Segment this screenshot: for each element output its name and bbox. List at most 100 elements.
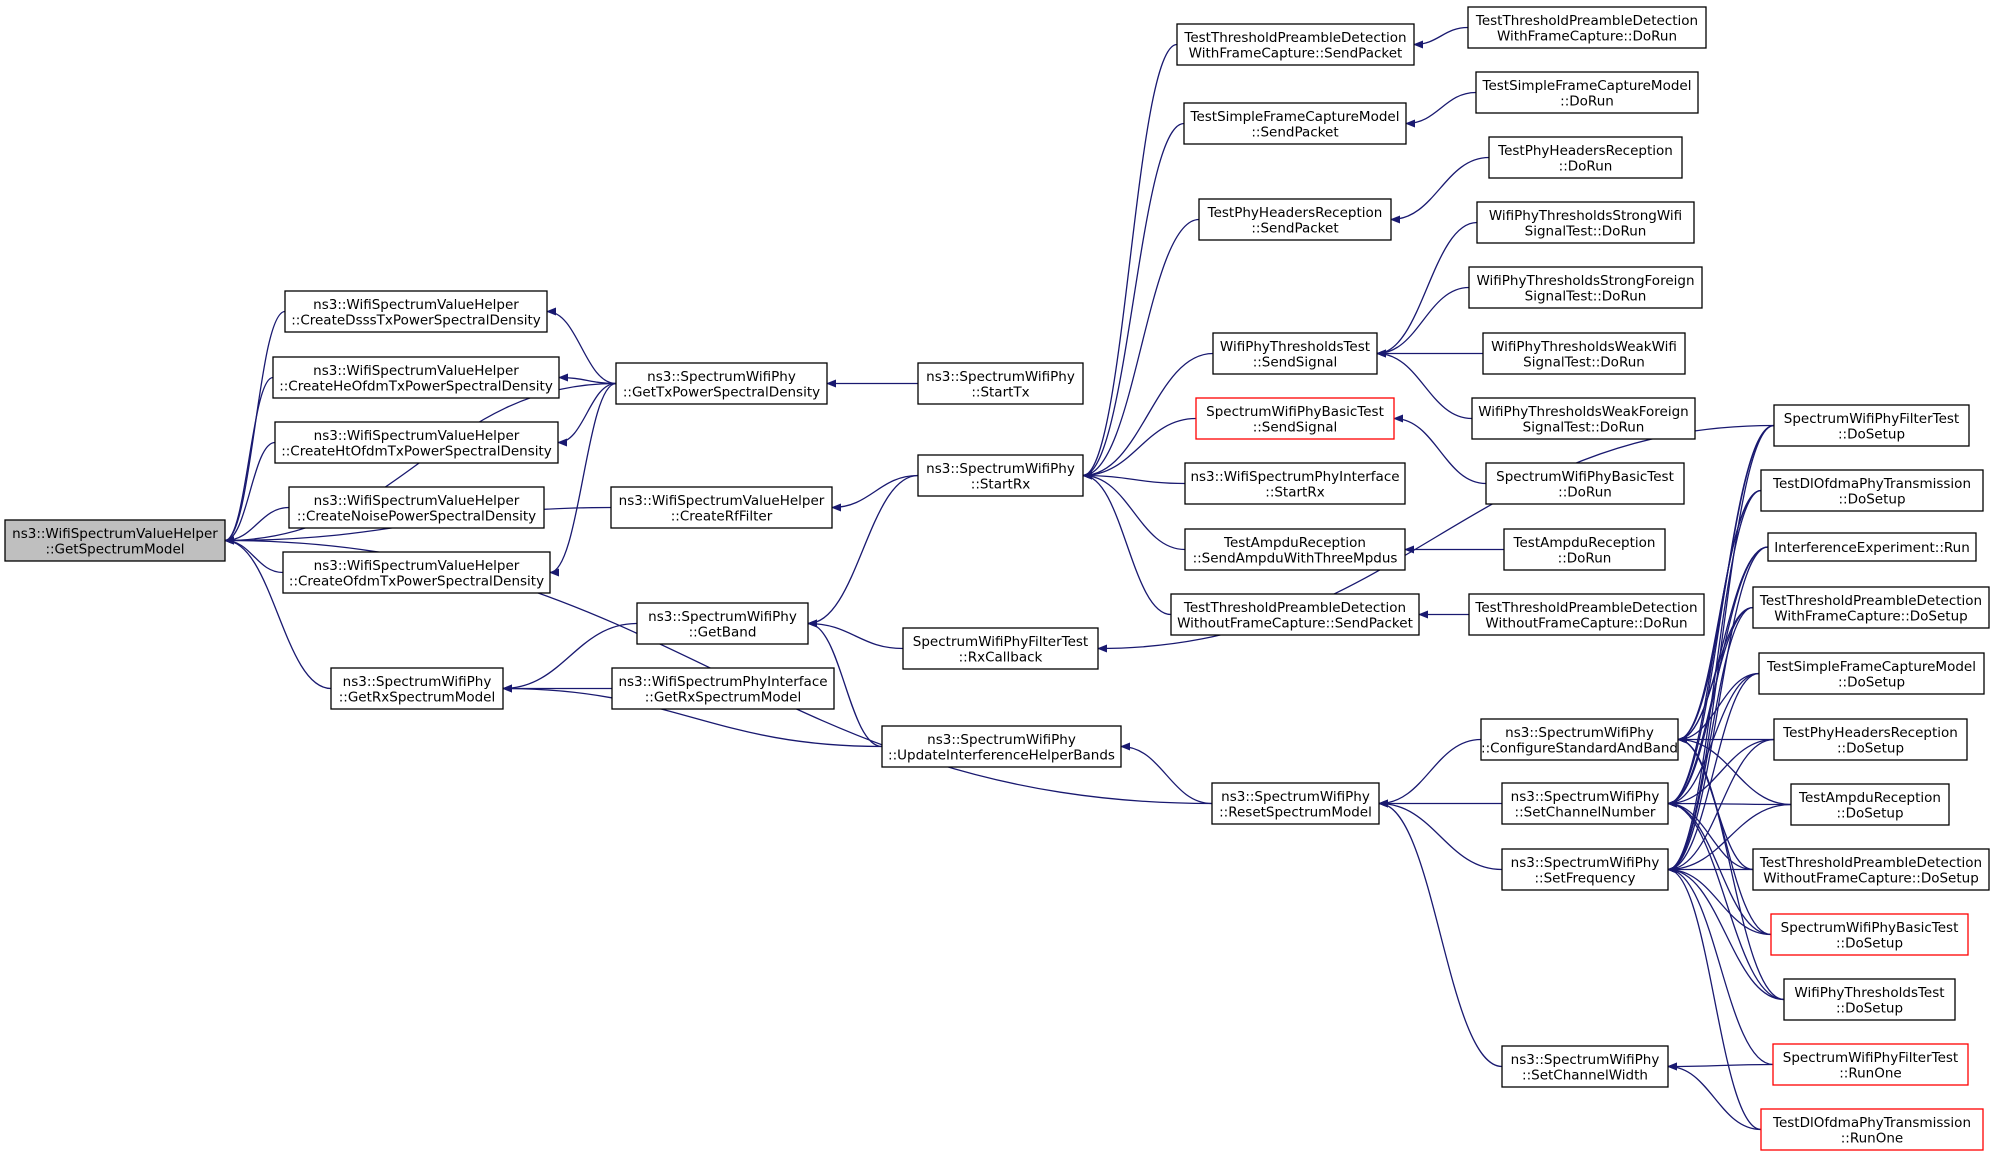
edge-intexp-to-cfgstd: [1677, 546, 1769, 744]
node-wpt_sw[interactable]: WifiPhyThresholdsStrongWifiSignalTest::D…: [1476, 201, 1695, 244]
node-tpdfc_run[interactable]: TestThresholdPreambleDetectionWithFrameC…: [1467, 6, 1707, 49]
node-box-swpbt_send: [1195, 397, 1395, 440]
node-reset[interactable]: ns3::SpectrumWifiPhy::ResetSpectrumModel: [1211, 782, 1380, 825]
node-updint[interactable]: ns3::SpectrumWifiPhy::UpdateInterference…: [881, 725, 1122, 768]
node-tpdnfc_setup[interactable]: TestThresholdPreambleDetectionWithoutFra…: [1752, 848, 1990, 891]
node-root[interactable]: ns3::WifiSpectrumValueHelper::GetSpectru…: [4, 519, 226, 562]
node-box-tar_setup: [1790, 783, 1950, 826]
node-label-tsfcm_send-line1: ::SendPacket: [1251, 124, 1338, 140]
node-box-gettx: [615, 362, 828, 405]
node-tphr_run[interactable]: TestPhyHeadersReception::DoRun: [1488, 136, 1683, 179]
node-gettx[interactable]: ns3::SpectrumWifiPhy::GetTxPowerSpectral…: [615, 362, 828, 405]
node-htofdm[interactable]: ns3::WifiSpectrumValueHelper::CreateHtOf…: [274, 421, 559, 464]
node-label-tdl_runone-line1: ::RunOne: [1841, 1130, 1903, 1146]
edge-cfgstd-to-reset: [1378, 738, 1482, 808]
node-box-starttx: [917, 362, 1084, 405]
node-swpft_setup[interactable]: SpectrumWifiPhyFilterTest::DoSetup: [1773, 404, 1970, 447]
node-label-updint-line1: ::UpdateInterferenceHelperBands: [888, 747, 1115, 763]
node-ofdm[interactable]: ns3::WifiSpectrumValueHelper::CreateOfdm…: [282, 551, 551, 594]
node-swpft_runone[interactable]: SpectrumWifiPhyFilterTest::RunOne: [1772, 1043, 1969, 1086]
node-wpt_wf[interactable]: WifiPhyThresholdsWeakForeignSignalTest::…: [1471, 397, 1696, 440]
node-label-tpdfc_run-line0: TestThresholdPreambleDetection: [1475, 13, 1698, 29]
node-heofdm[interactable]: ns3::WifiSpectrumValueHelper::CreateHeOf…: [272, 356, 560, 399]
node-ifgetrx[interactable]: ns3::WifiSpectrumPhyInterface::GetRxSpec…: [611, 667, 835, 710]
node-tsfcm_send[interactable]: TestSimpleFrameCaptureModel::SendPacket: [1183, 102, 1407, 145]
node-label-noise-line0: ns3::WifiSpectrumValueHelper: [314, 493, 520, 509]
node-intexp[interactable]: InterferenceExperiment::Run: [1767, 532, 1977, 562]
node-wpt_sf[interactable]: WifiPhyThresholdsStrongForeignSignalTest…: [1468, 266, 1703, 309]
node-label-tar_send-line0: TestAmpduReception: [1223, 535, 1366, 551]
node-label-swpbt_setup-line0: SpectrumWifiPhyBasicTest: [1781, 920, 1959, 936]
node-wpt_send[interactable]: WifiPhyThresholdsTest::SendSignal: [1212, 332, 1378, 375]
node-tar_send[interactable]: TestAmpduReception::SendAmpduWithThreeMp…: [1184, 528, 1406, 571]
node-cfgstd[interactable]: ns3::SpectrumWifiPhy::ConfigureStandardA…: [1480, 718, 1679, 761]
node-wpt_setup[interactable]: WifiPhyThresholdsTest::DoSetup: [1783, 978, 1956, 1021]
edge-wpt_sf-to-wpt_send: [1376, 286, 1470, 358]
node-label-tsfcm_setup-line1: ::DoSetup: [1838, 674, 1905, 690]
node-box-reset: [1211, 782, 1380, 825]
node-label-tphr_run-line0: TestPhyHeadersReception: [1497, 143, 1673, 159]
node-tar_setup[interactable]: TestAmpduReception::DoSetup: [1790, 783, 1950, 826]
node-tpdnfc_run[interactable]: TestThresholdPreambleDetectionWithoutFra…: [1468, 593, 1705, 636]
edge-setwidth-to-reset: [1378, 799, 1503, 1068]
node-tdl_setup[interactable]: TestDlOfdmaPhyTransmission::DoSetup: [1760, 469, 1984, 512]
node-box-startrx: [917, 454, 1084, 497]
edge-tsfcm_run-to-tsfcm_send: [1405, 91, 1477, 128]
node-tpdnfc_send[interactable]: TestThresholdPreambleDetectionWithoutFra…: [1170, 593, 1420, 636]
node-setwidth[interactable]: ns3::SpectrumWifiPhy::SetChannelWidth: [1501, 1045, 1669, 1088]
edge-tar_setup-to-cfgstd: [1677, 735, 1792, 806]
edge-tdl_setup-to-setfreq: [1667, 489, 1762, 874]
node-label-tpdnfc_setup-line1: WithoutFrameCapture::DoSetup: [1763, 870, 1979, 886]
node-label-swpft_setup-line0: SpectrumWifiPhyFilterTest: [1784, 411, 1959, 427]
node-tsfcm_run[interactable]: TestSimpleFrameCaptureModel::DoRun: [1475, 71, 1699, 114]
edge-ifstartrx-to-startrx: [1082, 471, 1186, 485]
node-tphr_send[interactable]: TestPhyHeadersReception::SendPacket: [1198, 198, 1392, 241]
node-label-tphr_run-line1: ::DoRun: [1559, 158, 1613, 174]
node-swpbt_send[interactable]: SpectrumWifiPhyBasicTest::SendSignal: [1195, 397, 1395, 440]
edge-tpdfc_run-to-tpdfc_send: [1413, 26, 1469, 49]
node-box-tdl_setup: [1760, 469, 1984, 512]
node-tphr_setup[interactable]: TestPhyHeadersReception::DoSetup: [1773, 718, 1968, 761]
node-tsfcm_setup[interactable]: TestSimpleFrameCaptureModel::DoSetup: [1758, 652, 1985, 695]
edge-tphr_setup-to-setfreq: [1667, 738, 1775, 874]
node-swpbt_run[interactable]: SpectrumWifiPhyBasicTest::DoRun: [1485, 462, 1685, 505]
edge-tsfcm_setup-to-setch: [1667, 672, 1760, 808]
node-label-starttx-line0: ns3::SpectrumWifiPhy: [926, 369, 1075, 385]
node-label-reset-line1: ::ResetSpectrumModel: [1219, 804, 1372, 820]
edge-tsfcm_send-to-startrx: [1082, 122, 1185, 480]
node-getrx[interactable]: ns3::SpectrumWifiPhy::GetRxSpectrumModel: [330, 667, 504, 710]
node-label-tpdnfc_run-line1: WithoutFrameCapture::DoRun: [1485, 615, 1687, 631]
node-noise[interactable]: ns3::WifiSpectrumValueHelper::CreateNois…: [288, 486, 545, 529]
edge-swpft_runone-to-setwidth: [1667, 1062, 1774, 1071]
node-box-tsfcm_setup: [1758, 652, 1985, 695]
node-getband[interactable]: ns3::SpectrumWifiPhy::GetBand: [636, 602, 809, 645]
node-starttx[interactable]: ns3::SpectrumWifiPhy::StartTx: [917, 362, 1084, 405]
edge-ofdm-to-root: [224, 536, 284, 574]
node-tpdfc_setup[interactable]: TestThresholdPreambleDetectionWithFrameC…: [1752, 586, 1990, 629]
edge-tpdnfc_send-to-startrx: [1082, 471, 1172, 616]
node-tpdfc_send[interactable]: TestThresholdPreambleDetectionWithFrameC…: [1176, 23, 1415, 66]
node-rffilter[interactable]: ns3::WifiSpectrumValueHelper::CreateRfFi…: [610, 486, 833, 529]
node-swpbt_setup[interactable]: SpectrumWifiPhyBasicTest::DoSetup: [1770, 913, 1969, 956]
node-label-wpt_send-line0: WifiPhyThresholdsTest: [1220, 339, 1370, 355]
edge-gettx-to-dsss: [546, 307, 617, 385]
node-rxcb[interactable]: SpectrumWifiPhyFilterTest::RxCallback: [902, 627, 1099, 670]
node-box-getband: [636, 602, 809, 645]
node-wpt_ww[interactable]: WifiPhyThresholdsWeakWifiSignalTest::DoR…: [1482, 332, 1686, 375]
node-ifstartrx[interactable]: ns3::WifiSpectrumPhyInterface::StartRx: [1184, 462, 1406, 505]
edge-tphr_setup-to-setch: [1667, 738, 1775, 808]
node-setfreq[interactable]: ns3::SpectrumWifiPhy::SetFrequency: [1501, 848, 1669, 891]
node-dsss[interactable]: ns3::WifiSpectrumValueHelper::CreateDsss…: [284, 290, 548, 333]
node-label-heofdm-line1: ::CreateHeOfdmTxPowerSpectralDensity: [279, 378, 553, 394]
node-box-tpdfc_run: [1467, 6, 1707, 49]
node-label-setwidth-line0: ns3::SpectrumWifiPhy: [1511, 1052, 1660, 1068]
edge-updint-to-getrx: [502, 684, 883, 748]
node-box-cfgstd: [1480, 718, 1679, 761]
node-label-wpt_wf-line1: SignalTest::DoRun: [1523, 419, 1645, 435]
node-startrx[interactable]: ns3::SpectrumWifiPhy::StartRx: [917, 454, 1084, 497]
node-setch[interactable]: ns3::SpectrumWifiPhy::SetChannelNumber: [1501, 782, 1669, 825]
edge-swpft_runone-to-setfreq: [1667, 865, 1774, 1066]
node-tar_run[interactable]: TestAmpduReception::DoRun: [1503, 528, 1666, 571]
node-tdl_runone[interactable]: TestDlOfdmaPhyTransmission::RunOne: [1760, 1108, 1984, 1151]
node-label-wpt_setup-line0: WifiPhyThresholdsTest: [1794, 985, 1944, 1001]
